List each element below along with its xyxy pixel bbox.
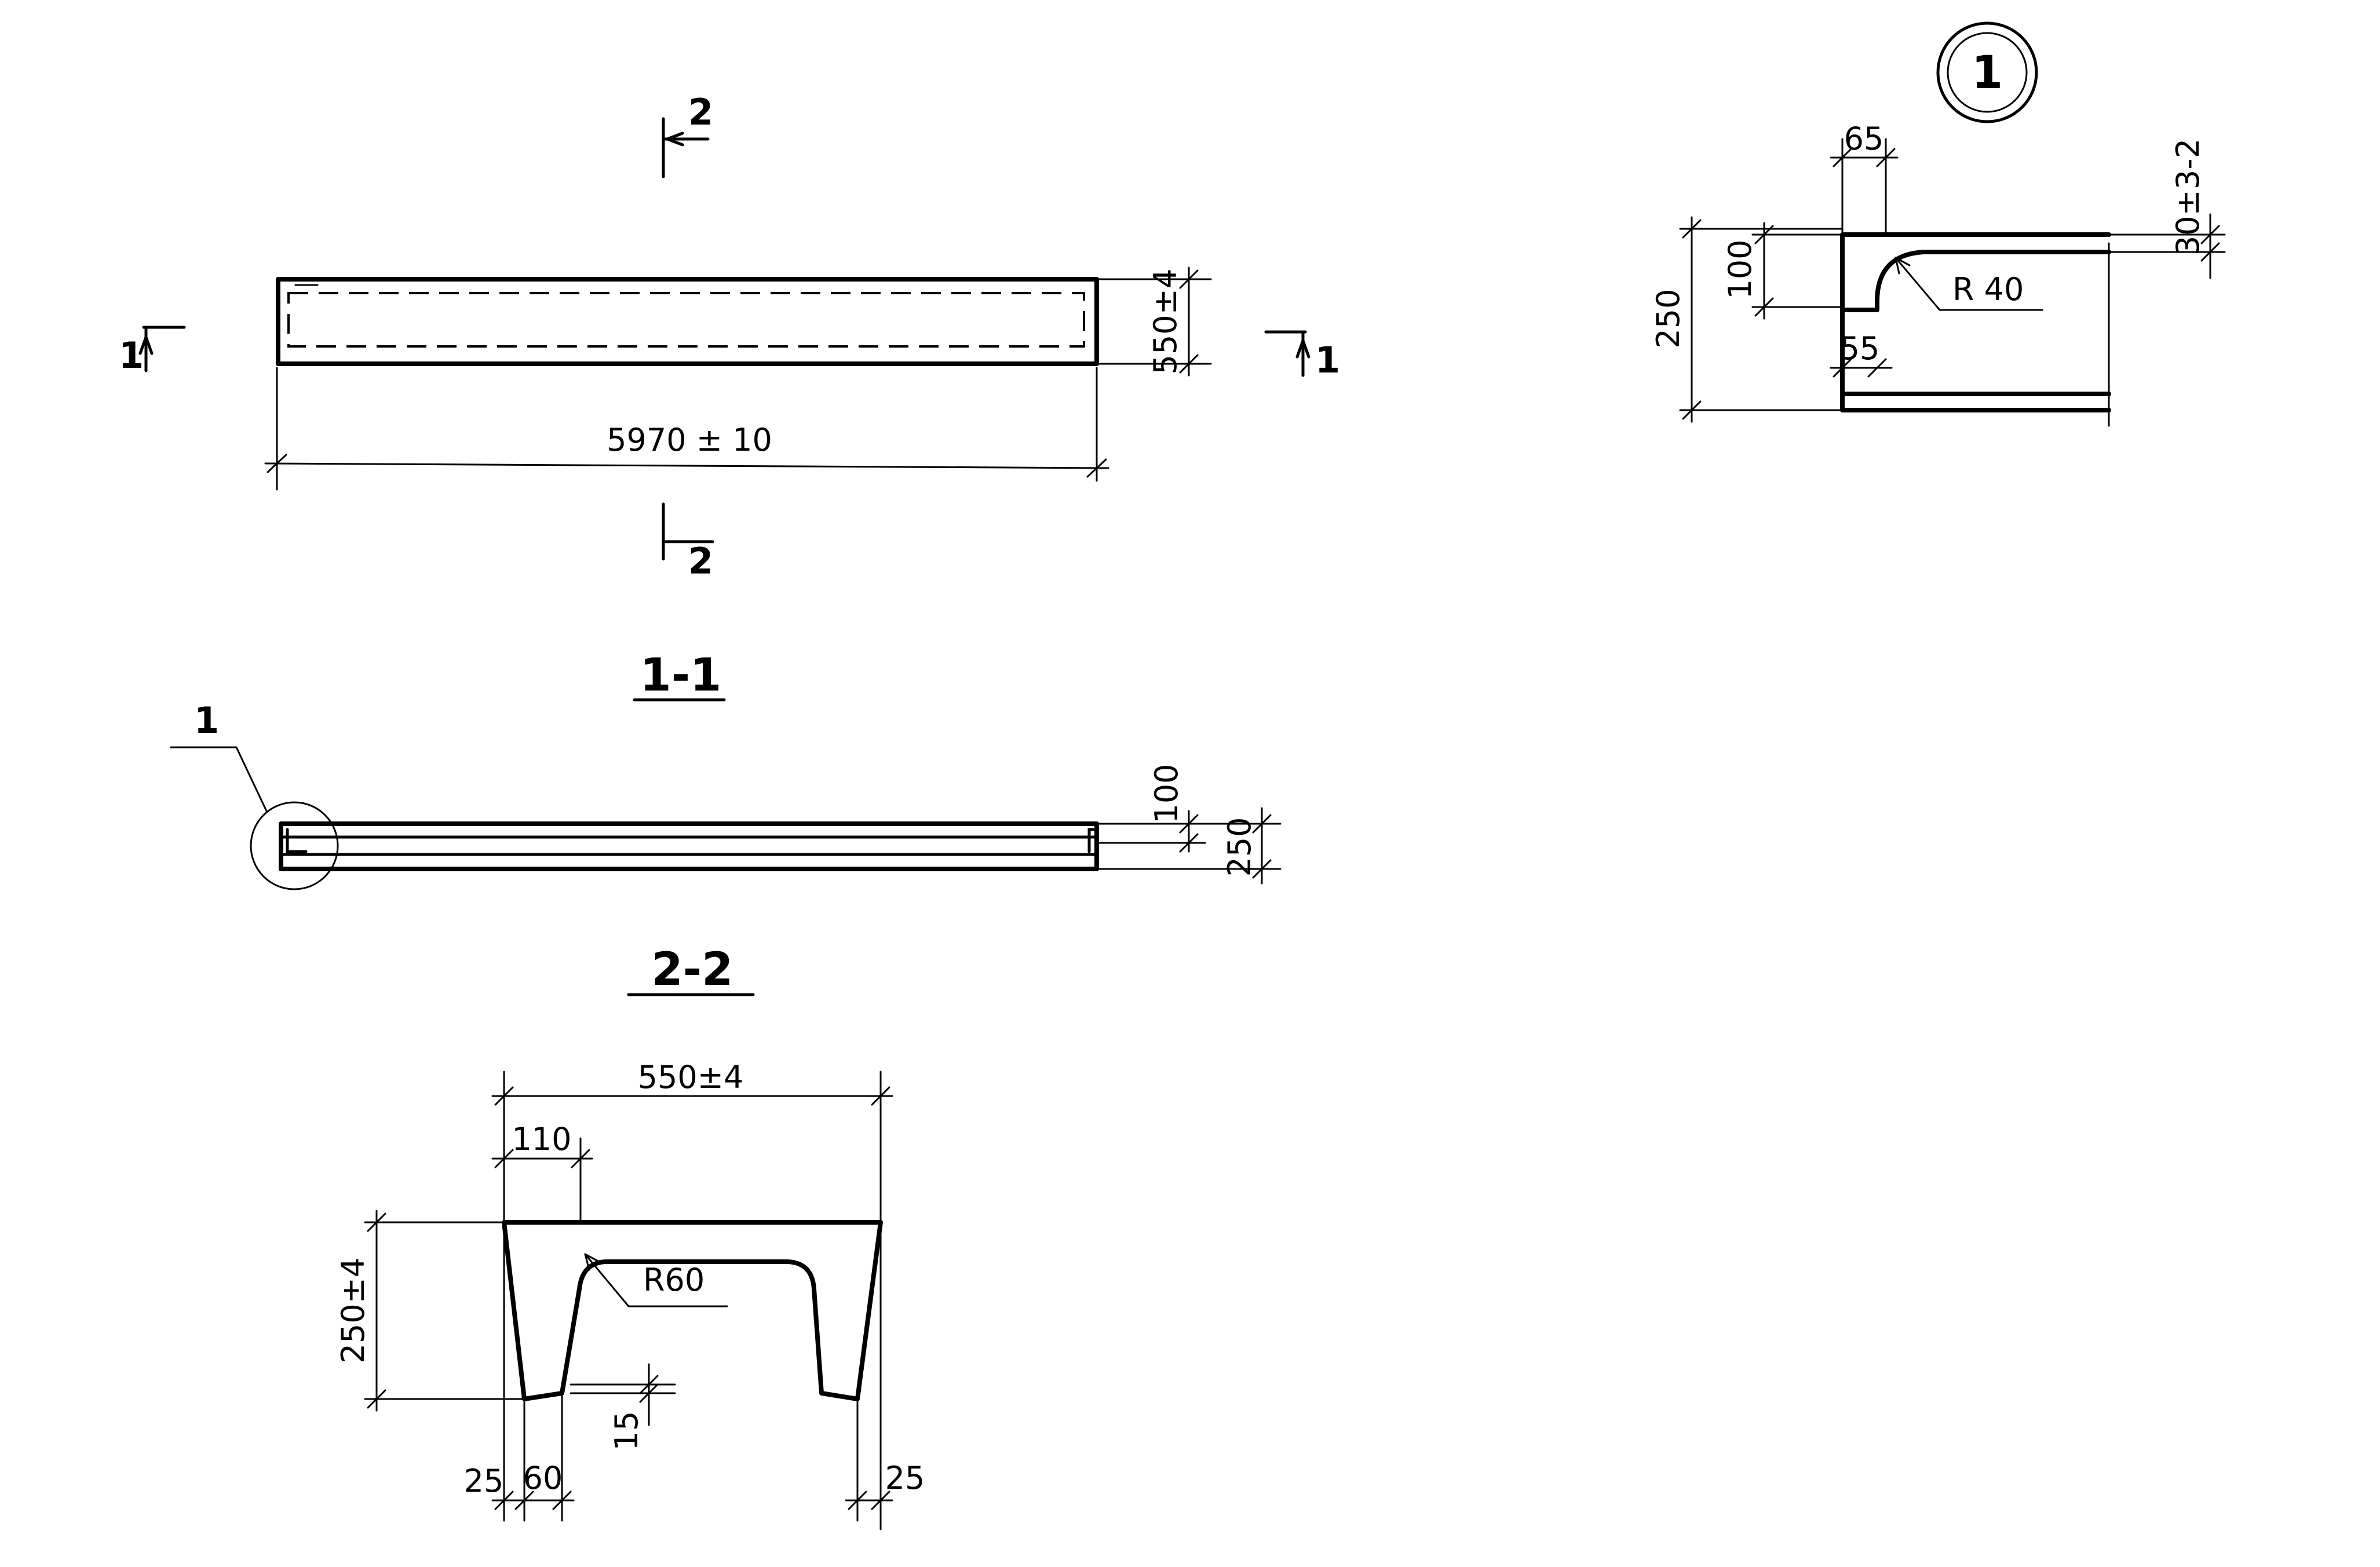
section-1-1-dimensions: 100 250 [1096, 764, 1282, 885]
svg-text:R60: R60 [643, 1262, 704, 1298]
svg-text:250: 250 [1221, 817, 1258, 876]
svg-text:1: 1 [1315, 339, 1340, 381]
section-1-1: 1-1 1 100 250 [170, 649, 1282, 890]
svg-text:2: 2 [688, 91, 713, 133]
length-dim-text: 5970 ± 10 [607, 422, 772, 458]
slab-hidden-outline [287, 292, 1085, 348]
svg-text:550±4: 550±4 [638, 1059, 744, 1095]
svg-text:25: 25 [464, 1463, 504, 1499]
svg-text:30±3-2: 30±3-2 [2170, 138, 2206, 255]
svg-text:60: 60 [523, 1460, 563, 1496]
svg-text:R 40: R 40 [1952, 271, 2024, 308]
detail-1-badge-inner [1947, 32, 2028, 113]
section-2-marker-bottom: 2 [662, 502, 714, 582]
svg-text:65: 65 [1844, 120, 1884, 157]
detail-1-profile [1840, 232, 2111, 412]
section-2-2-title: 2-2 [652, 944, 733, 996]
width-dimension: 550±4 [1096, 266, 1212, 377]
svg-text:25: 25 [885, 1460, 925, 1496]
section-1-1-outline [279, 821, 1099, 871]
section-2-2: 2-2 550±4 110 250±4 R60 15 [335, 944, 925, 1531]
detail-1-badge-outer [1936, 21, 2038, 123]
svg-text:1: 1 [194, 699, 219, 742]
svg-text:250: 250 [1650, 288, 1687, 348]
detail-1: 1 65 55 100 250 R 40 [1650, 21, 2226, 427]
svg-text:110: 110 [512, 1121, 571, 1157]
detail-1-number: 1 [1972, 47, 2003, 99]
svg-text:250±4: 250±4 [335, 1258, 371, 1364]
svg-text:2: 2 [688, 540, 713, 582]
section-2-marker-top: 2 [662, 91, 713, 178]
detail-1-callout-circle [250, 801, 339, 890]
section-1-marker-right: 1 [1264, 330, 1340, 381]
section-1-1-title: 1-1 [640, 649, 722, 702]
svg-text:100: 100 [1148, 764, 1185, 823]
svg-text:1: 1 [119, 334, 144, 377]
svg-text:15: 15 [608, 1411, 645, 1451]
slab-outline [276, 277, 1099, 366]
detail-1-callout: 1 [170, 699, 339, 890]
section-2-2-profile [502, 1220, 883, 1401]
plan-view: 5970 ± 10 550±4 1 1 [119, 91, 1340, 582]
section-1-marker-left: 1 [119, 326, 186, 377]
length-dimension: 5970 ± 10 [264, 367, 1109, 491]
width-dim-text: 550±4 [1147, 269, 1184, 375]
svg-text:100: 100 [1722, 239, 1758, 299]
svg-text:55: 55 [1840, 330, 1880, 367]
